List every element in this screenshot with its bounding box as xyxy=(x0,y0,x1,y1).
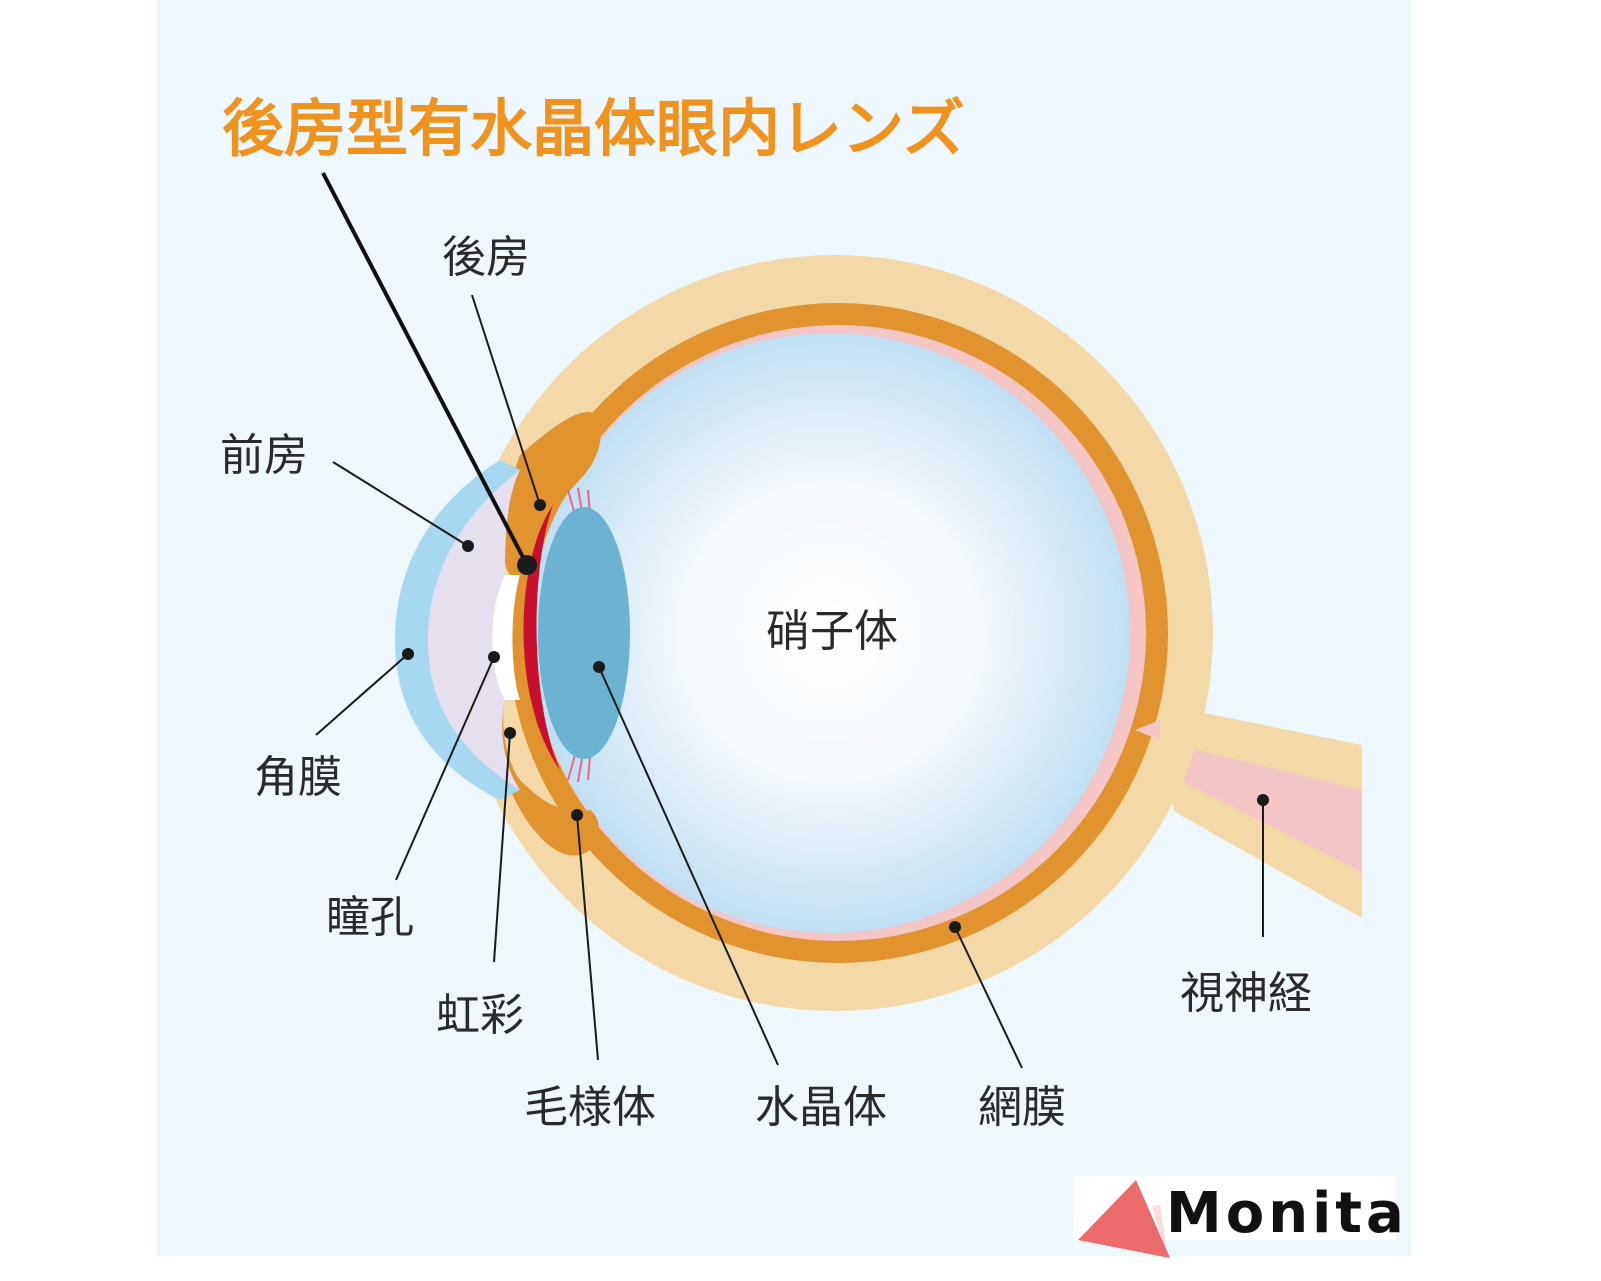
ciliary-body-upper xyxy=(505,412,601,579)
label-anterior-chamber: 前房 xyxy=(220,430,308,481)
label-pupil: 瞳孔 xyxy=(326,892,414,943)
label-posterior-chamber: 後房 xyxy=(442,232,530,283)
marker-dots xyxy=(402,499,1269,933)
logo-triangle-icon xyxy=(1078,1180,1170,1258)
label-retina: 網膜 xyxy=(978,1082,1066,1133)
optic-nerve xyxy=(1135,735,1362,872)
anterior-chamber xyxy=(428,470,520,790)
label-crystalline-lens: 水晶体 xyxy=(755,1082,887,1133)
crystalline-lens-shape xyxy=(538,507,630,759)
pupil-opening xyxy=(492,575,520,700)
vitreous-body xyxy=(530,333,1130,933)
cornea xyxy=(395,460,520,800)
label-iris: 虹彩 xyxy=(436,990,524,1041)
leader-lines xyxy=(315,294,1264,1069)
diagram-title: 後房型有水晶体眼内レンズ xyxy=(222,92,965,165)
monita-logo: Monita xyxy=(1073,1176,1408,1260)
label-ciliary-body: 毛様体 xyxy=(524,1082,656,1133)
label-vitreous: 硝子体 xyxy=(766,606,898,657)
iol-pointer-line xyxy=(321,172,529,566)
logo-text: Monita xyxy=(1166,1181,1408,1246)
label-optic-nerve: 視神経 xyxy=(1180,968,1312,1019)
label-cornea: 角膜 xyxy=(254,752,342,803)
